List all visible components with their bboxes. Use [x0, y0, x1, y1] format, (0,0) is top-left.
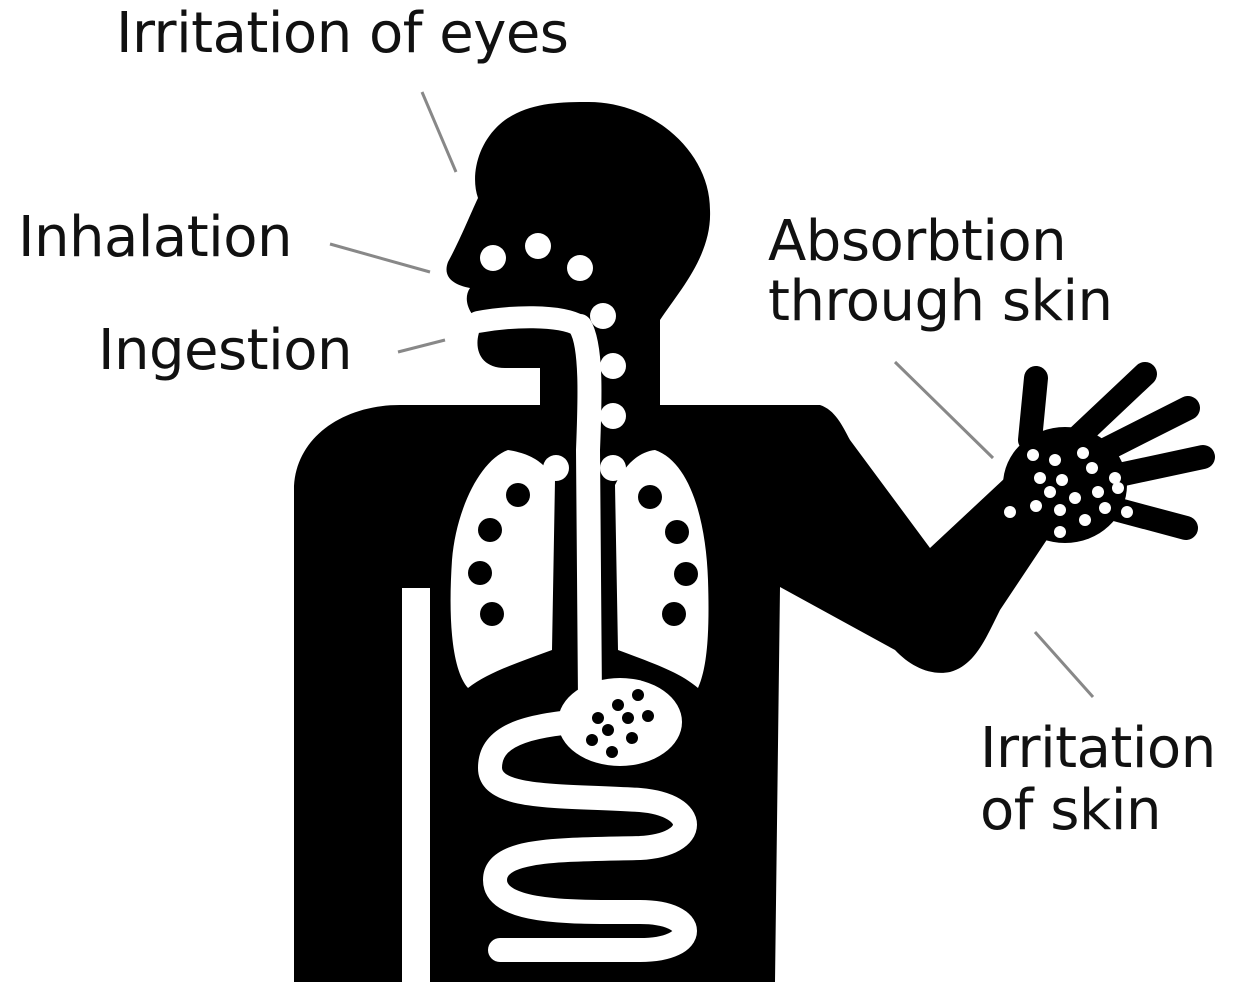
- hand-particle: [1049, 454, 1061, 466]
- hand-particle: [1069, 492, 1081, 504]
- leader-line-eyes: [422, 92, 456, 172]
- stomach-particle: [626, 732, 638, 744]
- hand-particle: [1044, 486, 1056, 498]
- airway-particle: [480, 245, 506, 271]
- leader-line-inhalation: [330, 244, 430, 272]
- hand-particle: [1054, 526, 1066, 538]
- stomach: [558, 678, 682, 766]
- hand-particle: [1092, 486, 1104, 498]
- hand-particle: [1056, 474, 1068, 486]
- hand-particle: [1027, 449, 1039, 461]
- airway-particle: [600, 353, 626, 379]
- leader-line-skin: [1035, 632, 1093, 697]
- hand-particle: [1099, 502, 1111, 514]
- hand-particle: [1086, 462, 1098, 474]
- hand-particle: [1004, 506, 1016, 518]
- stomach-particle: [602, 724, 614, 736]
- mouth-cavity: [478, 317, 580, 326]
- hand-particle: [1030, 500, 1042, 512]
- lung-particle: [478, 518, 502, 542]
- label-irritation-of-skin-line2: of skin: [980, 780, 1161, 842]
- stomach-particle: [592, 712, 604, 724]
- lung-particle: [662, 602, 686, 626]
- hand-particle: [1121, 506, 1133, 518]
- airway-particle: [600, 403, 626, 429]
- little-finger: [1100, 505, 1186, 528]
- lung-particle: [506, 483, 530, 507]
- lung-particle: [638, 485, 662, 509]
- airway-particle: [543, 455, 569, 481]
- hand-particle: [1112, 482, 1124, 494]
- hand-particle: [1079, 514, 1091, 526]
- stomach-particle: [632, 689, 644, 701]
- label-absorption-line1: Absorbtion: [768, 211, 1066, 273]
- lung-particle: [674, 562, 698, 586]
- stomach-particle: [586, 734, 598, 746]
- label-inhalation: Inhalation: [18, 207, 292, 269]
- label-ingestion: Ingestion: [98, 320, 352, 382]
- lung-particle: [665, 520, 689, 544]
- hand-particle: [1054, 504, 1066, 516]
- airway-particle: [567, 255, 593, 281]
- lung-particle: [468, 561, 492, 585]
- label-absorption-line2: through skin: [768, 271, 1113, 333]
- airway-particle: [590, 303, 616, 329]
- stomach-particle: [606, 746, 618, 758]
- hand-particle: [1077, 447, 1089, 459]
- stomach-particle: [612, 699, 624, 711]
- stomach-particle: [622, 712, 634, 724]
- leader-line-ingestion: [398, 340, 445, 352]
- hand-particle: [1034, 472, 1046, 484]
- thumb: [1030, 378, 1036, 440]
- leader-line-absorption: [895, 362, 993, 458]
- label-irritation-of-skin-line1: Irritation: [980, 718, 1216, 780]
- lung-particle: [480, 602, 504, 626]
- oesophagus: [580, 326, 590, 700]
- label-irritation-of-eyes: Irritation of eyes: [116, 3, 568, 65]
- airway-particle: [600, 455, 626, 481]
- stomach-particle: [642, 710, 654, 722]
- airway-particle: [525, 233, 551, 259]
